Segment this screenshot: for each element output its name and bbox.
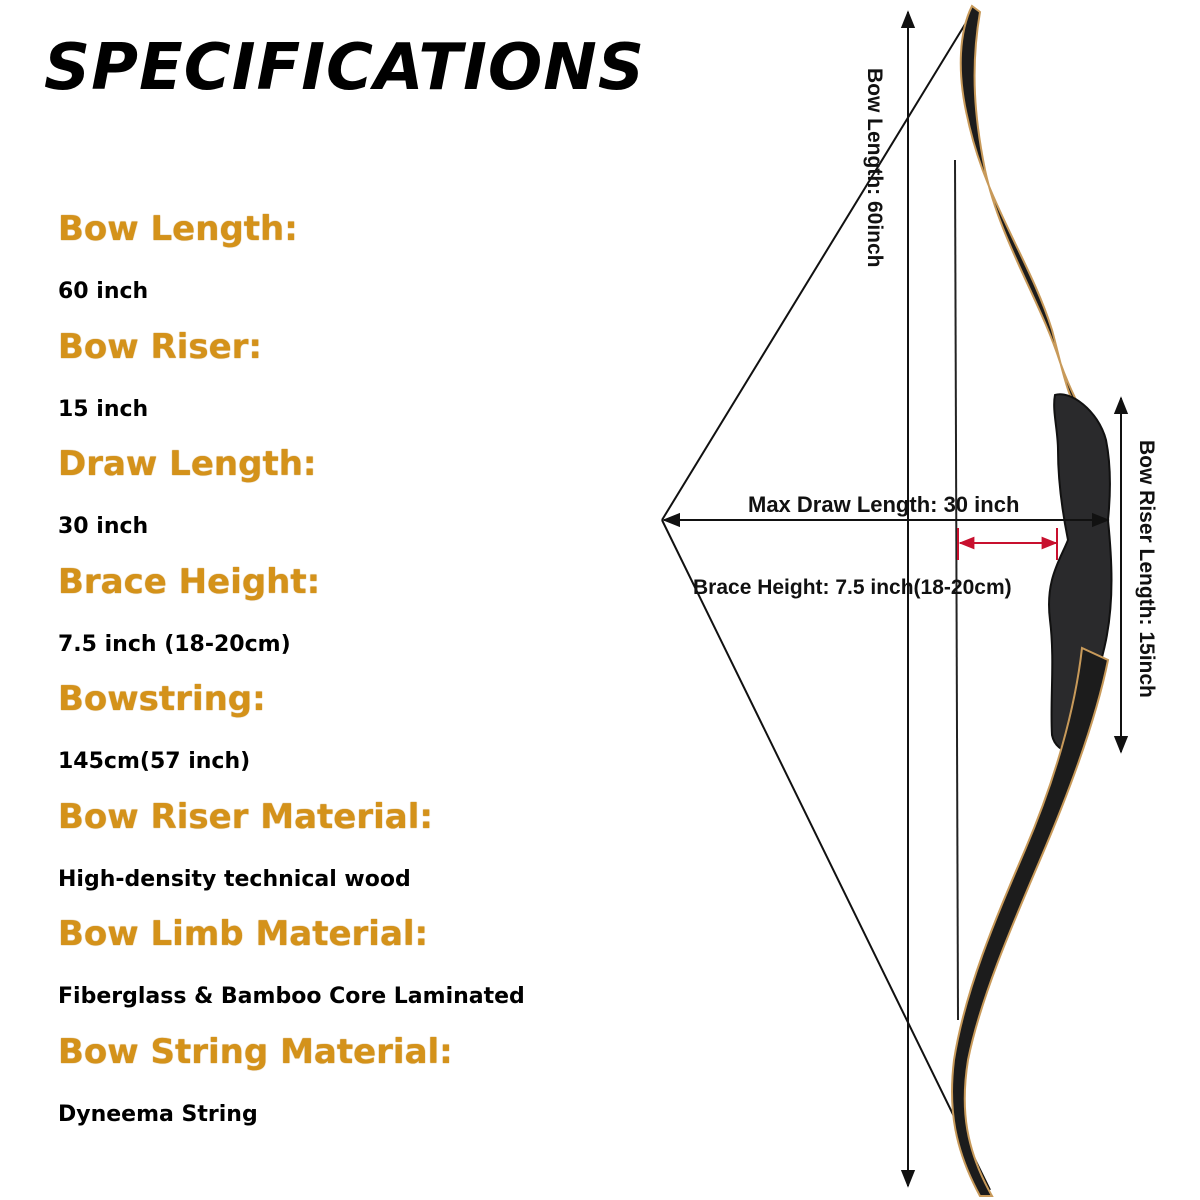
spec-limb-material: Bow Limb Material: Fiberglass & Bamboo C… (58, 911, 658, 1029)
lower-limb (951, 646, 1110, 1197)
drawn-string-lower (661, 519, 991, 1191)
spec-value: 60 inch (58, 279, 149, 304)
riser-length-label: Bow Riser Length: 15inch (1135, 440, 1158, 698)
spec-value: Fiberglass & Bamboo Core Laminated (58, 984, 525, 1009)
spec-brace-height: Brace Height: 7.5 inch (18-20cm) (58, 559, 658, 677)
spec-value: 30 inch (58, 514, 149, 539)
spec-bowstring: Bowstring: 145cm(57 inch) (58, 676, 658, 794)
spec-riser-material: Bow Riser Material: High-density technic… (58, 794, 658, 912)
spec-label: Bow Riser: (58, 326, 263, 367)
spec-value: 15 inch (58, 396, 149, 422)
page-title: SPECIFICATIONS (44, 31, 645, 105)
spec-label: Bow Riser Material: (58, 796, 433, 837)
max-draw-label: Max Draw Length: 30 inch (748, 492, 1019, 517)
upper-limb (959, 4, 1105, 449)
spec-value: 7.5 inch (18-20cm) (58, 631, 291, 657)
drawn-string-upper (661, 7, 976, 521)
brace-height-label: Brace Height: 7.5 inch(18-20cm) (693, 576, 1012, 599)
spec-draw-length: Draw Length: 30 inch (58, 441, 658, 559)
spec-bow-riser: Bow Riser: 15 inch (58, 324, 658, 442)
spec-label: Brace Height: (58, 561, 321, 602)
spec-value: 145cm(57 inch) (58, 749, 251, 774)
spec-bow-length: Bow Length: 60 inch (58, 206, 658, 324)
spec-label: Bow String Material: (58, 1031, 453, 1072)
spec-value: High-density technical wood (58, 866, 411, 892)
spec-label: Draw Length: (58, 444, 317, 484)
spec-label: Bowstring: (58, 679, 266, 719)
bowstring (954, 159, 959, 1021)
spec-list: Bow Length: 60 inch Bow Riser: 15 inch D… (58, 206, 658, 1146)
spec-label: Bow Limb Material: (58, 914, 429, 954)
spec-value: Dyneema String (58, 1101, 258, 1127)
spec-string-material: Bow String Material: Dyneema String (58, 1029, 658, 1147)
bow-length-label: Bow Length: 60inch (863, 68, 886, 268)
spec-label: Bow Length: (58, 209, 298, 249)
